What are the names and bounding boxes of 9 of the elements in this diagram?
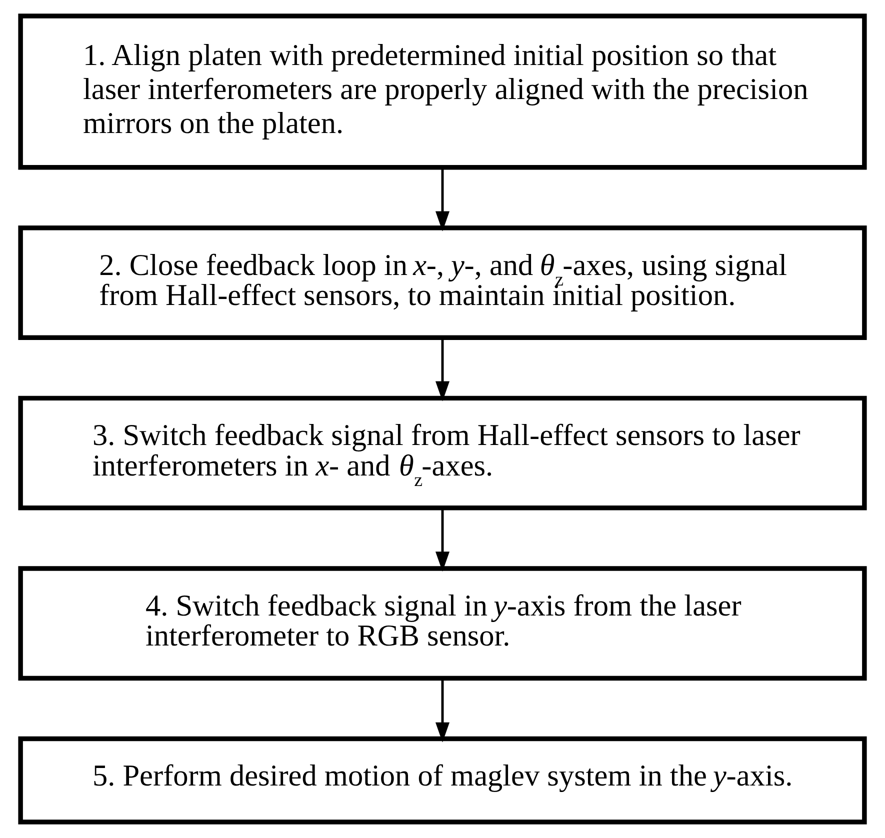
node-box: 4. Switch feedback signal in y-axis from the laser interferometer to RGB sensor.: [18, 566, 867, 681]
node-box: 5. Perform desired motion of maglev system in the y-axis.: [18, 736, 867, 824]
node-box: 3. Switch feedback signal from Hall-effect sensors to laser interferometers in x- and θ$_{z}$-axes.: [18, 396, 867, 510]
node-box: 1. Align platen with predetermined initial position so that laser interferometers are properly aligned with the precision mirrors on the platen.: [18, 14, 867, 170]
arrow: [435, 678, 450, 742]
arrow: [435, 168, 450, 232]
node-box: 2. Close feedback loop in x-, y-, and θ$_{z}$-axes, using signal from Hall-effect sensors, to maintain initial position.: [18, 226, 867, 340]
arrow: [435, 508, 450, 572]
arrow: [435, 338, 450, 402]
